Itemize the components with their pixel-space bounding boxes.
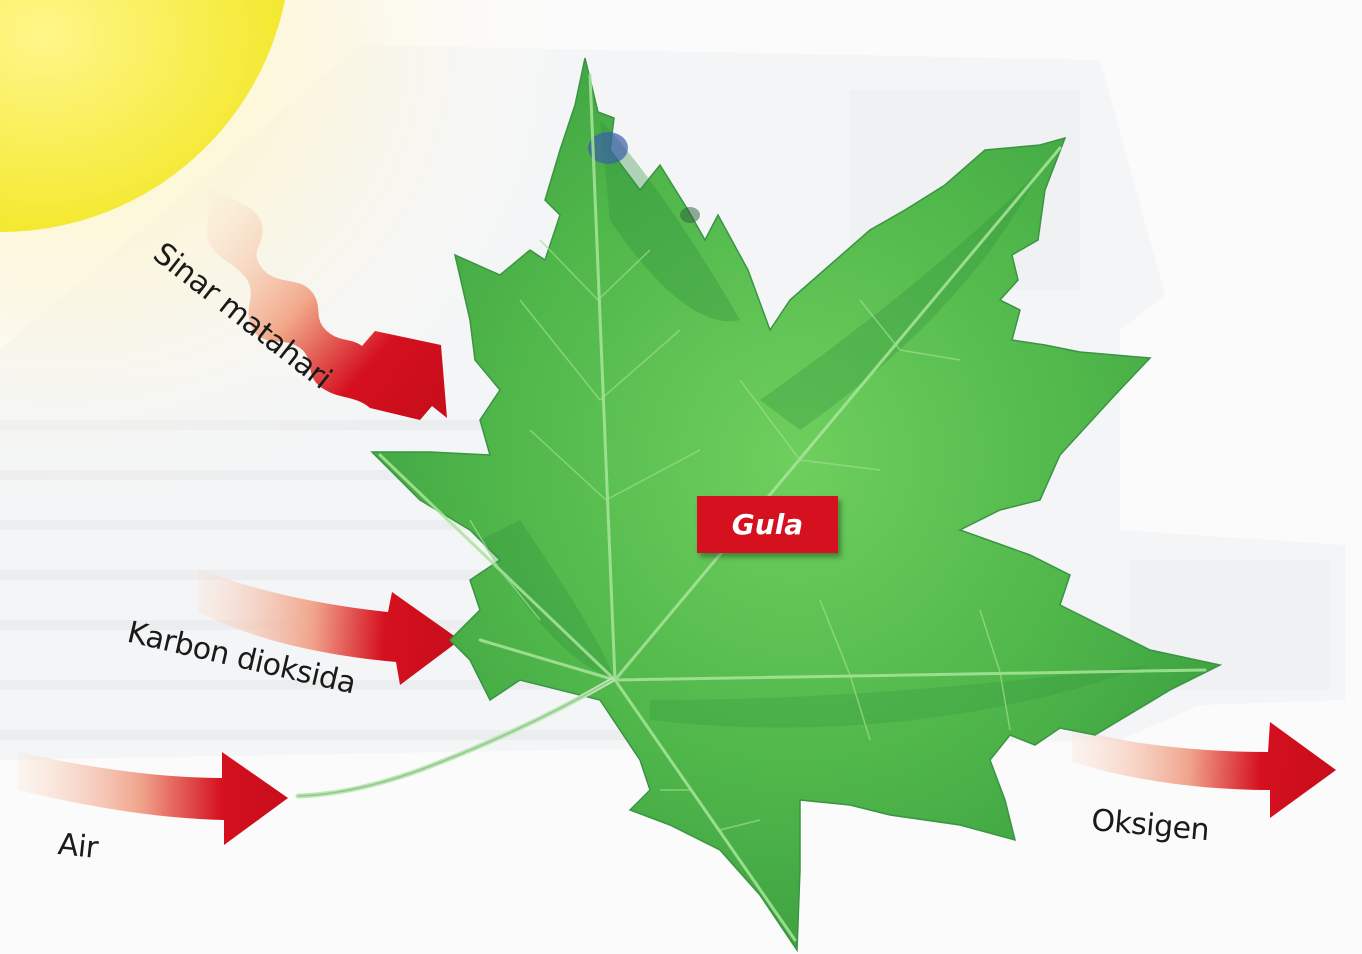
water-label: Air bbox=[56, 827, 99, 866]
sugar-badge: Gula bbox=[697, 496, 838, 553]
sugar-label: Gula bbox=[732, 508, 803, 541]
